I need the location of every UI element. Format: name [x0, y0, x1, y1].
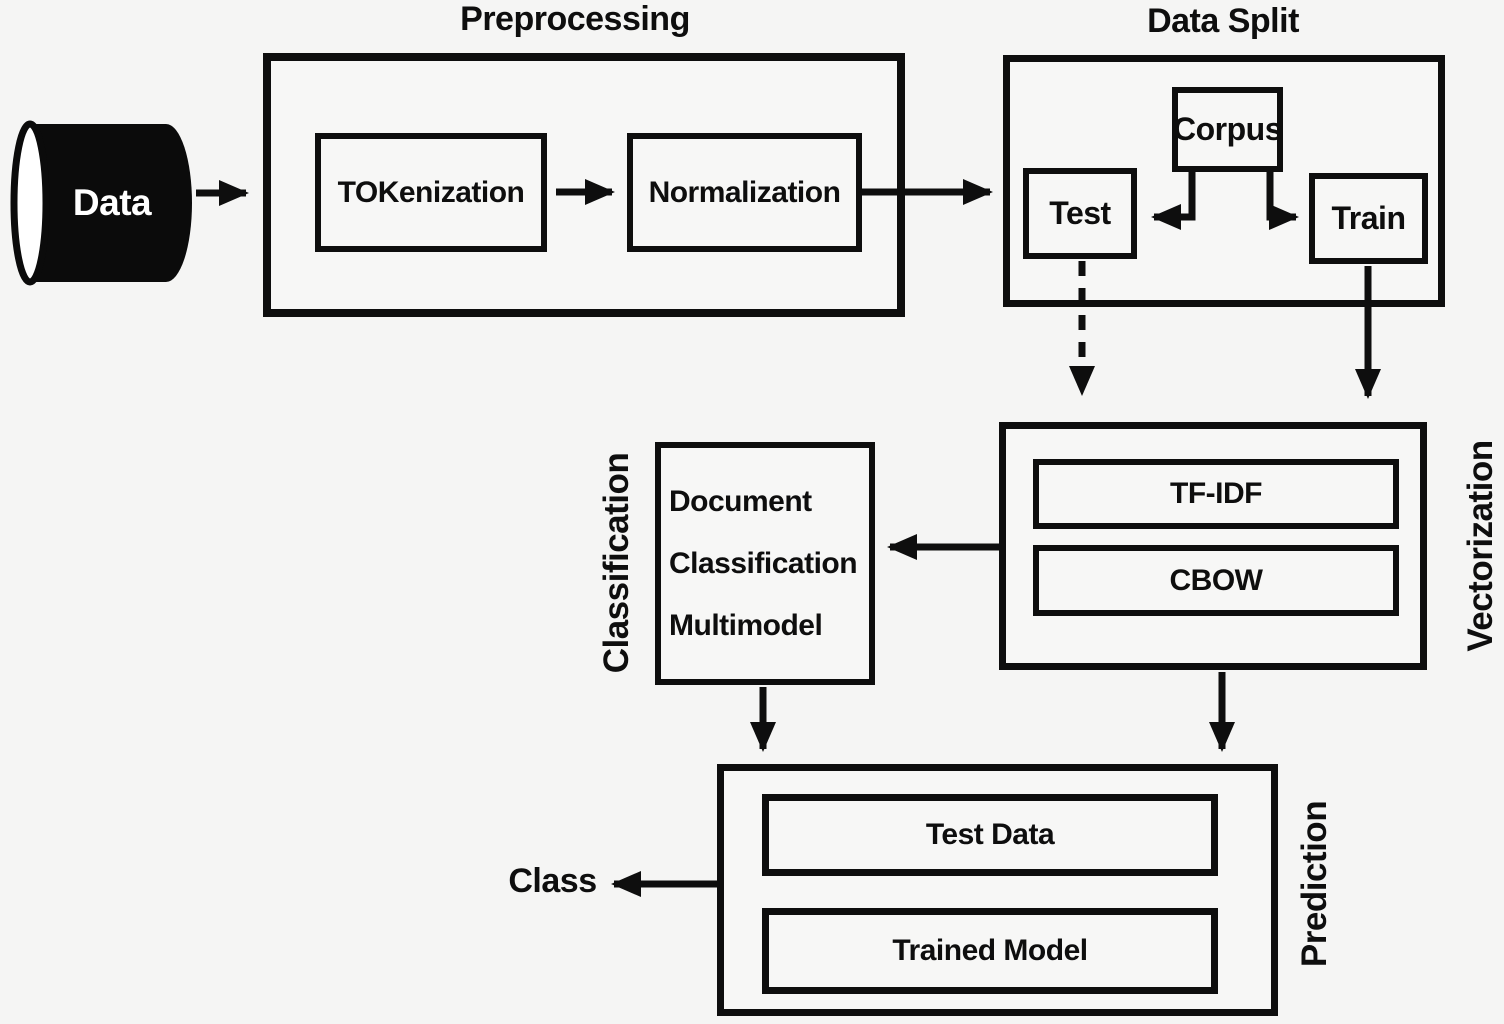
- test-data-box: Test Data: [762, 794, 1218, 876]
- classification-text: Document Classification Multimodel: [655, 442, 875, 685]
- normalization-box: Normalization: [627, 133, 862, 252]
- class-output-label: Class: [508, 862, 597, 900]
- classification-line-2: Classification: [669, 546, 858, 580]
- preprocessing-title: Preprocessing: [460, 0, 690, 38]
- cbow-box: CBOW: [1033, 545, 1399, 616]
- trained-model-box: Trained Model: [762, 908, 1218, 994]
- corpus-box: Corpus: [1172, 87, 1283, 172]
- data-source-label: Data: [72, 182, 152, 223]
- prediction-title: Prediction: [1295, 800, 1334, 968]
- data-cylinder-icon: [10, 120, 202, 291]
- classification-line-1: Document: [669, 484, 812, 518]
- data-split-title: Data Split: [1147, 2, 1299, 40]
- test-box: Test: [1023, 168, 1137, 259]
- vectorization-title: Vectorization: [1461, 440, 1500, 652]
- train-box: Train: [1309, 173, 1428, 264]
- tfidf-box: TF-IDF: [1033, 459, 1399, 529]
- classification-line-3: Multimodel: [669, 608, 823, 642]
- classification-title: Classification: [597, 452, 636, 674]
- classification-box: [655, 442, 875, 685]
- tokenization-box: TOKenization: [315, 133, 547, 252]
